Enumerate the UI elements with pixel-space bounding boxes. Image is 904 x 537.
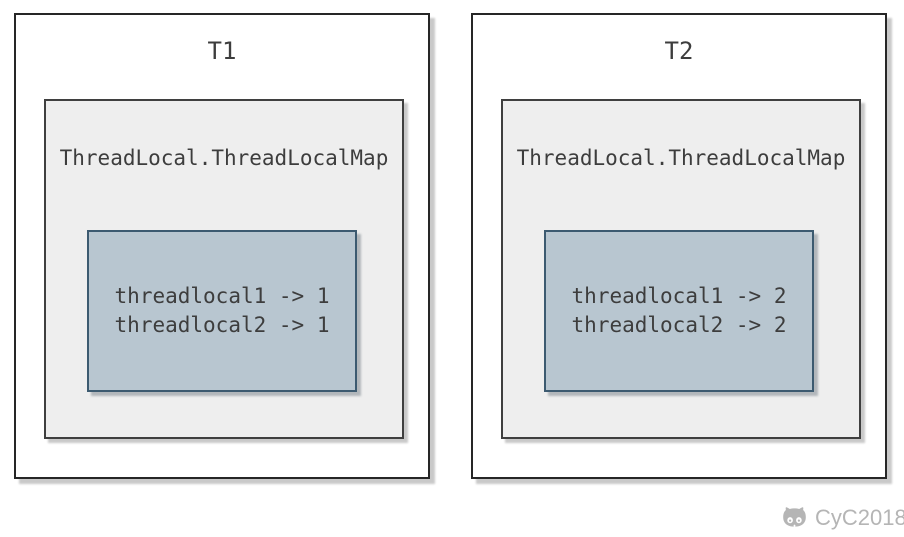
threadlocalmap-box: ThreadLocal.ThreadLocalMap threadlocal1 …	[501, 99, 861, 439]
thread-panel-t2: T2 ThreadLocal.ThreadLocalMap threadloca…	[471, 13, 887, 479]
entry-line: threadlocal2 -> 1	[114, 313, 330, 337]
thread-title: T2	[664, 37, 694, 65]
thread-title: T1	[207, 37, 237, 65]
entry-line: threadlocal2 -> 2	[571, 313, 787, 337]
entries-box: threadlocal1 -> 1 threadlocal2 -> 1	[87, 230, 357, 392]
entry-line: threadlocal1 -> 2	[571, 284, 787, 308]
entry-line: threadlocal1 -> 1	[114, 284, 330, 308]
octocat-icon	[781, 506, 808, 530]
threadlocalmap-box: ThreadLocal.ThreadLocalMap threadlocal1 …	[44, 99, 404, 439]
watermark-text: CyC2018	[815, 505, 904, 530]
thread-panel-t1: T1 ThreadLocal.ThreadLocalMap threadloca…	[14, 13, 430, 479]
threadlocalmap-label: ThreadLocal.ThreadLocalMap	[59, 146, 389, 170]
threadlocalmap-label: ThreadLocal.ThreadLocalMap	[516, 146, 846, 170]
watermark: CyC2018	[781, 506, 904, 530]
entries-box: threadlocal1 -> 2 threadlocal2 -> 2	[544, 230, 814, 392]
